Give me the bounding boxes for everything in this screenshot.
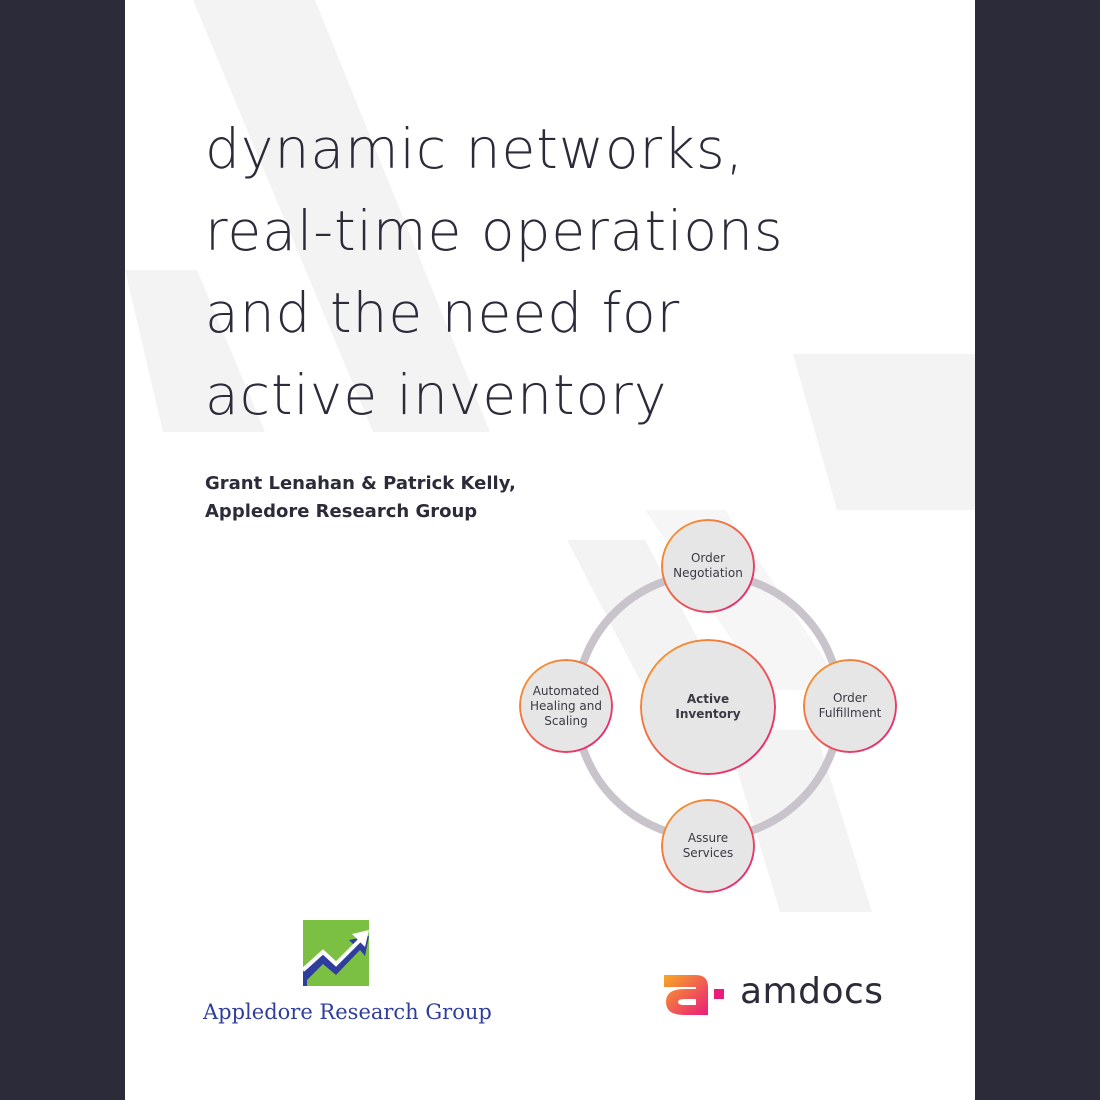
appledore-logo-text: Appledore Research Group xyxy=(203,1000,492,1024)
node-active-inventory-label-1: Active xyxy=(686,692,730,706)
node-order-fulfillment-label-2: Fulfillment xyxy=(818,706,882,720)
node-assure-services-label-1: Assure xyxy=(687,831,729,845)
title-line-4: active inventory xyxy=(205,363,668,427)
node-assure-services-label-2: Services xyxy=(682,846,734,860)
bg-stripe-1 xyxy=(193,0,490,432)
authors: Grant Lenahan & Patrick Kelly, Appledore… xyxy=(205,470,516,526)
node-order-fulfillment: Order Fulfillment xyxy=(805,661,895,751)
node-order-negotiation-label-1: Order xyxy=(690,551,726,565)
node-order-fulfillment-label-1: Order xyxy=(832,691,868,705)
amdocs-logo: amdocs xyxy=(658,965,908,1025)
trending-up-chart-icon xyxy=(303,920,369,986)
node-assure-services: Assure Services xyxy=(663,801,753,891)
title-line-1: dynamic networks, xyxy=(205,117,745,181)
node-automated-healing-label-3: Scaling xyxy=(544,713,588,728)
author-organization: Appledore Research Group xyxy=(205,501,478,522)
node-automated-healing: Automated Healing and Scaling xyxy=(521,661,611,751)
report-title: dynamic networks, real-time operations a… xyxy=(205,108,784,436)
bg-stripe-3 xyxy=(793,354,975,510)
report-cover: dynamic networks, real-time operations a… xyxy=(125,0,975,1100)
bg-stripe-2 xyxy=(125,270,265,432)
node-automated-healing-label-2: Healing and xyxy=(529,698,603,713)
node-automated-healing-label-1: Automated xyxy=(532,683,600,698)
author-names: Grant Lenahan & Patrick Kelly, xyxy=(205,473,516,494)
bg-stripe-6 xyxy=(725,730,872,912)
node-order-negotiation-label-2: Negotiation xyxy=(673,566,743,580)
amdocs-a-icon xyxy=(664,975,724,1015)
title-line-2: real-time operations xyxy=(205,199,784,263)
node-active-inventory-label-2: Inventory xyxy=(675,707,741,721)
amdocs-wordmark: amdocs xyxy=(740,971,884,1012)
node-order-negotiation: Order Negotiation xyxy=(663,521,753,611)
title-line-3: and the need for xyxy=(205,281,681,345)
node-active-inventory: Active Inventory xyxy=(642,641,774,773)
appledore-logo: Appledore Research Group xyxy=(203,920,492,1030)
